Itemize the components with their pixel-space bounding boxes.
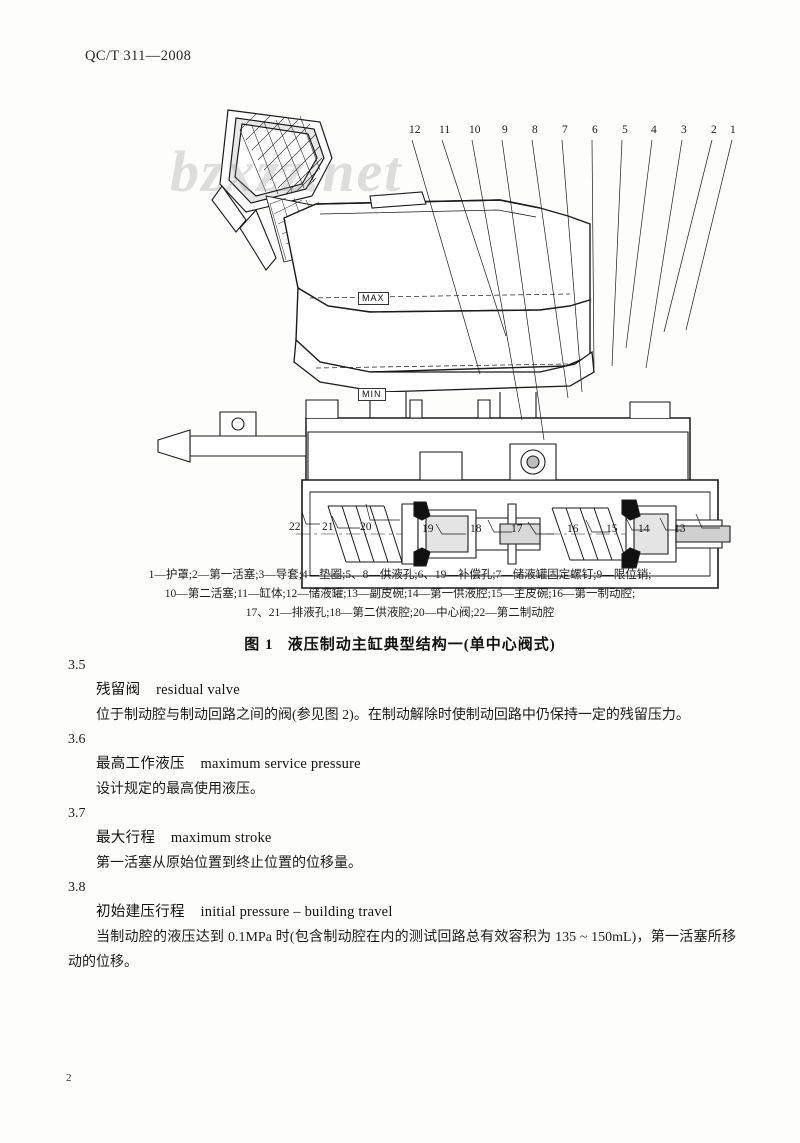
- term-cn-3-7: 最大行程: [96, 830, 156, 846]
- figure-caption: 图 1 液压制动主缸典型结构一(单中心阀式): [244, 637, 556, 653]
- definition-3-8: 当制动腔的液压达到 0.1MPa 时(包含制动腔在内的测试回路总有效容积为 13…: [68, 930, 736, 970]
- callout-14: 14: [638, 523, 650, 535]
- callout-6: 6: [592, 124, 598, 136]
- callout-15: 15: [606, 523, 618, 535]
- callout-19: 19: [422, 523, 434, 535]
- term-en-3-7: maximum stroke: [170, 830, 272, 846]
- term-heading-3-6: 最高工作液压 maximum service pressure: [96, 751, 800, 777]
- callout-22: 22: [289, 521, 301, 533]
- callout-1: 1: [730, 124, 736, 136]
- legend-line-2: 10—第二活塞;11—缸体;12—储液罐;13—副皮碗;14—第一供液腔;15—…: [164, 588, 636, 600]
- page-number: 2: [66, 1072, 72, 1084]
- legend-line-1: 1—护罩;2—第一活塞;3—导套;4—垫圈;5、8—供液孔;6、19—补偿孔;7…: [148, 569, 652, 581]
- section-number-3-8: 3.8: [68, 880, 86, 895]
- callout-9: 9: [502, 124, 508, 136]
- callout-5: 5: [622, 124, 628, 136]
- figure-legend: 1—护罩;2—第一活塞;3—导套;4—垫圈;5、8—供液孔;6、19—补偿孔;7…: [70, 566, 730, 623]
- term-en-3-6: maximum service pressure: [200, 756, 361, 772]
- figure-1-master-cylinder: bzxzz.net 12 11 10 9 8 7 6 5 4 3 2 1 22 …: [70, 100, 736, 645]
- definition-3-6: 设计规定的最高使用液压。: [96, 782, 264, 797]
- legend-line-3: 17、21—排液孔;18—第二供液腔;20—中心阀;22—第二制动腔: [245, 607, 555, 619]
- callout-12: 12: [409, 124, 421, 136]
- callout-4: 4: [651, 124, 657, 136]
- callout-2: 2: [711, 124, 717, 136]
- term-cn-3-8: 初始建压行程: [96, 904, 185, 920]
- term-cn-3-6: 最高工作液压: [96, 756, 185, 772]
- section-number-3-7: 3.7: [68, 806, 86, 821]
- callout-8: 8: [532, 124, 538, 136]
- section-number-3-6: 3.6: [68, 732, 86, 747]
- reservoir-min-label: MIN: [358, 388, 386, 401]
- callout-7: 7: [562, 124, 568, 136]
- running-head-standard-code: QC/T 311—2008: [85, 48, 192, 64]
- callout-11: 11: [439, 124, 451, 136]
- term-heading-3-7: 最大行程 maximum stroke: [96, 825, 800, 851]
- callout-18: 18: [470, 523, 482, 535]
- reservoir-max-label: MAX: [358, 292, 389, 305]
- term-cn-3-5: 残留阀: [96, 682, 141, 698]
- term-heading-3-8: 初始建压行程 initial pressure – building trave…: [96, 899, 800, 925]
- callout-20: 20: [360, 521, 372, 533]
- callout-10: 10: [469, 124, 481, 136]
- term-en-3-8: initial pressure – building travel: [200, 904, 393, 920]
- definition-3-5: 位于制动腔与制动回路之间的阀(参见图 2)。在制动解除时使制动回路中仍保持一定的…: [96, 708, 690, 723]
- callout-13: 13: [674, 523, 686, 535]
- master-cylinder-cross-section-drawing: [157, 109, 733, 589]
- callout-17: 17: [511, 523, 523, 535]
- callout-16: 16: [567, 523, 579, 535]
- section-number-3-5: 3.5: [68, 658, 86, 673]
- term-heading-3-5: 残留阀 residual valve: [96, 677, 800, 703]
- definition-3-7: 第一活塞从原始位置到终止位置的位移量。: [96, 856, 362, 871]
- callout-21: 21: [322, 521, 334, 533]
- term-en-3-5: residual valve: [156, 682, 240, 698]
- callout-3: 3: [681, 124, 687, 136]
- body-content: 3.5 残留阀 residual valve 位于制动腔与制动回路之间的阀(参见…: [0, 654, 800, 975]
